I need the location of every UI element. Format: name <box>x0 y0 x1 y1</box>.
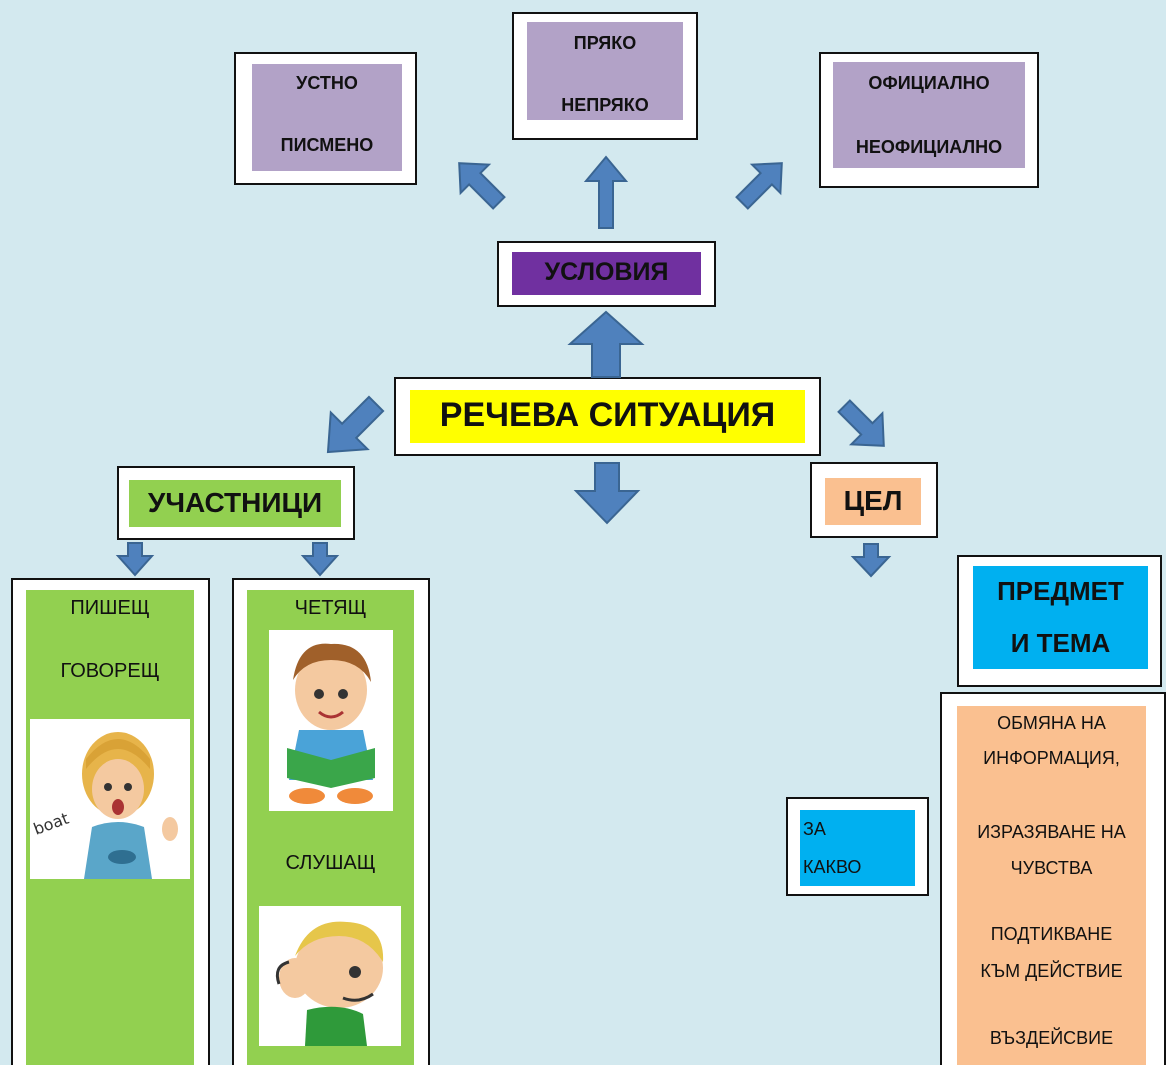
what-for-line1: ЗА <box>803 819 826 839</box>
arrow-up-right-icon <box>735 162 783 210</box>
speaker-label: ГОВОРЕЩ <box>60 660 160 682</box>
center-fill <box>410 390 805 443</box>
center-label: РЕЧЕВА СИТУАЦИЯ <box>439 396 776 434</box>
reading-boy-image <box>269 630 393 811</box>
participants-label: УЧАСТНИЦИ <box>147 487 323 518</box>
arrow-down-writer-icon <box>115 542 155 577</box>
arrow-down-goal-icon <box>850 543 892 578</box>
arrow-up-large-icon <box>567 310 645 378</box>
official-label: ОФИЦИАЛНО <box>868 73 990 93</box>
purposes-fill <box>957 706 1146 1065</box>
direct-indirect-fill <box>527 22 683 120</box>
subject-fill <box>973 566 1148 669</box>
purpose-item: ПОДТИКВАНЕ <box>990 924 1113 944</box>
listening-boy-image <box>259 906 401 1046</box>
arrow-up-left-icon <box>458 162 506 210</box>
subject-line1: ПРЕДМЕТ <box>997 576 1124 606</box>
speaking-girl-image: boat <box>30 719 190 879</box>
unofficial-label: НЕОФИЦИАЛНО <box>855 137 1003 157</box>
purpose-item: ВЪЗДЕЙСВИЕ <box>989 1028 1114 1048</box>
goal-fill <box>825 478 921 525</box>
subject-line2: И ТЕМА <box>1010 628 1111 658</box>
girl-speech-text: boat <box>31 809 71 839</box>
writer-label: ПИШЕЩ <box>70 597 150 619</box>
purpose-item: КЪМ ДЕЙСТВИЕ <box>980 961 1123 981</box>
participants-fill <box>129 480 341 527</box>
what-for-line2: КАКВО <box>803 857 862 877</box>
reader-label: ЧЕТЯЩ <box>294 597 367 619</box>
indirect-label: НЕПРЯКО <box>561 95 649 115</box>
written-label: ПИСМЕНО <box>280 135 374 155</box>
direct-label: ПРЯКО <box>573 33 637 53</box>
conditions-fill <box>512 252 701 295</box>
conditions-label: УСЛОВИЯ <box>544 258 669 286</box>
what-for-fill <box>800 810 915 886</box>
purpose-item: ИНФОРМАЦИЯ, <box>983 748 1120 768</box>
listener-label: СЛУШАЩ <box>285 852 376 874</box>
oral-label: УСТНО <box>296 73 358 93</box>
arrow-down-right-icon <box>837 399 885 447</box>
arrow-down-center-icon <box>573 462 641 525</box>
oral-written-fill <box>252 64 402 171</box>
purpose-item: ЧУВСТВА <box>1010 858 1093 878</box>
goal-label: ЦЕЛ <box>843 485 903 516</box>
arrow-up-icon <box>583 155 629 229</box>
arrow-down-left-icon <box>326 395 385 454</box>
arrow-down-reader-icon <box>300 542 340 577</box>
official-fill <box>833 62 1025 168</box>
purpose-item: ИЗРАЗЯВАНЕ НА <box>977 822 1126 842</box>
purpose-item: ОБМЯНА НА <box>997 713 1106 733</box>
